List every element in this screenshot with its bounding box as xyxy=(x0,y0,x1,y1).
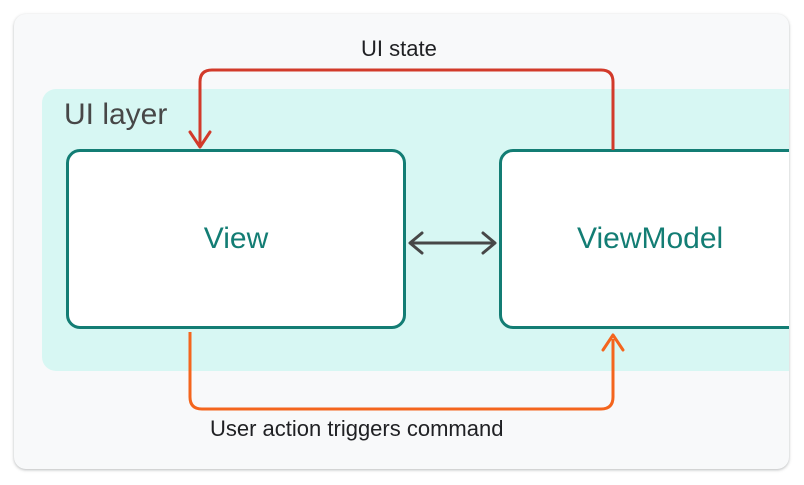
bidirectional-arrowhead-left xyxy=(408,231,424,255)
ui-state-arrow xyxy=(198,68,615,150)
connector-arrows xyxy=(188,68,625,411)
view-node-label: View xyxy=(203,222,269,255)
view-node: View xyxy=(66,149,406,329)
bidirectional-arrowhead-right xyxy=(481,231,497,255)
diagram-card: UI layer View ViewModel UI state User ac… xyxy=(14,14,789,469)
viewmodel-node-label: ViewModel xyxy=(577,222,724,255)
viewmodel-node: ViewModel xyxy=(499,149,789,329)
user-action-label: User action triggers command xyxy=(204,416,510,442)
user-action-arrow xyxy=(188,332,615,411)
ui-state-arrowhead xyxy=(188,130,212,149)
user-action-arrowhead xyxy=(601,333,625,352)
ui-layer-label: UI layer xyxy=(64,98,168,131)
ui-state-label: UI state xyxy=(353,36,445,62)
